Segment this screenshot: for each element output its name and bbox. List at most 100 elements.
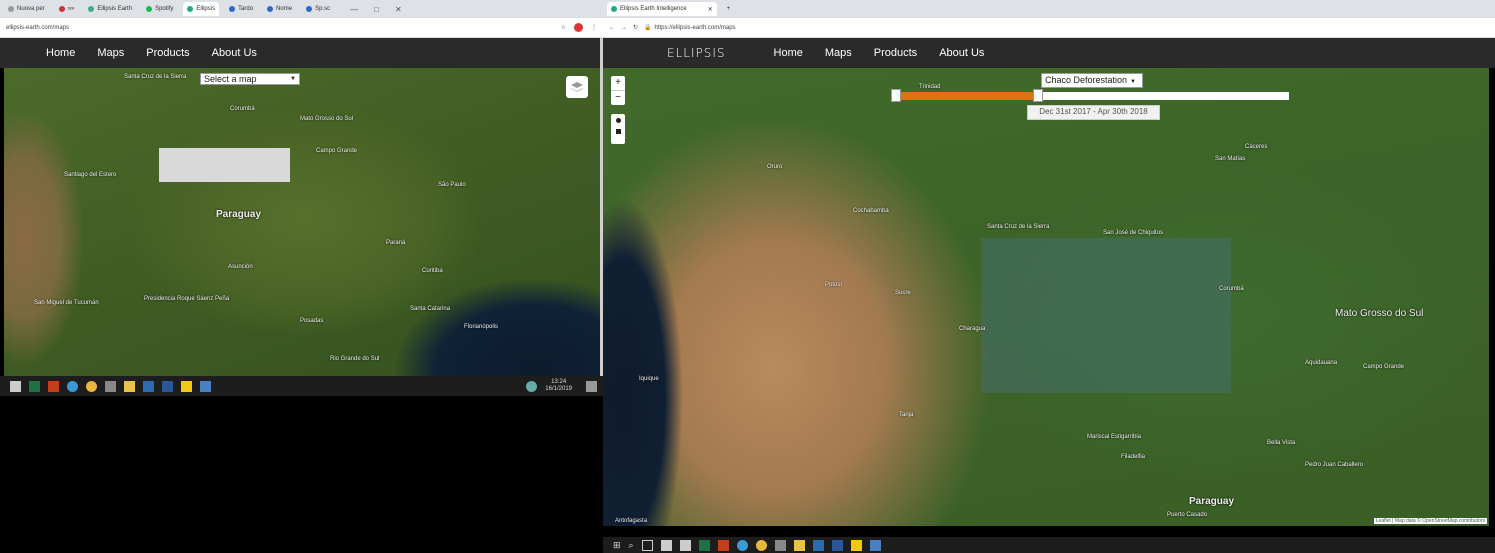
nav-products[interactable]: Products <box>146 47 190 59</box>
back-icon[interactable]: ← <box>609 24 615 31</box>
draw-rectangle-icon[interactable] <box>615 129 621 134</box>
deforestation-overlay[interactable] <box>981 238 1231 393</box>
map-label: Florianópolis <box>464 324 499 330</box>
mail-icon[interactable] <box>10 380 21 392</box>
tab-4[interactable]: Ellipsis <box>183 2 220 16</box>
address-bar[interactable]: ellipsis-earth.com/maps ☆ ⋮ <box>0 18 603 38</box>
address-bar[interactable]: ← → ↻ 🔒 https://ellipsis-earth.com/maps <box>603 18 1495 38</box>
right-browser-window: Ellipsis Earth Intelligence✕ + ← → ↻ 🔒 h… <box>603 0 1495 553</box>
scrollbar[interactable] <box>600 38 603 376</box>
nav-about-us[interactable]: About Us <box>939 47 985 59</box>
menu-icon[interactable]: ⋮ <box>591 25 597 31</box>
nav-maps[interactable]: Maps <box>824 47 852 59</box>
tab-label: Ellipsis <box>196 6 216 12</box>
zoom-in-button[interactable]: + <box>611 76 625 91</box>
map-label: Corumbá <box>230 106 255 112</box>
map-label: Mariscal Estigarribia <box>1087 434 1142 440</box>
tab-2[interactable]: Ellipsis Earth <box>84 2 136 16</box>
map-label: Antofagasta <box>615 518 648 524</box>
windows-start-icon[interactable]: ⊞ <box>613 539 621 550</box>
logo[interactable]: ELLIPSIS <box>667 46 726 60</box>
maximize-icon[interactable]: □ <box>374 4 379 14</box>
map-label: Paraná <box>386 240 406 246</box>
draw-controls <box>611 114 625 144</box>
calculator-icon[interactable] <box>105 380 116 392</box>
tab-6[interactable]: Nome <box>263 2 296 16</box>
map-select[interactable]: Select a map▼ <box>200 73 300 85</box>
notifications-icon[interactable] <box>586 380 597 392</box>
tab-label: »» <box>67 6 75 12</box>
tab-7[interactable]: Sp.sc <box>302 2 334 16</box>
excel-icon[interactable] <box>698 539 710 551</box>
map-canvas[interactable]: Paraguay Mato Grosso do Sul Santa Cruz d… <box>603 68 1489 526</box>
reload-icon[interactable]: ↻ <box>633 25 639 31</box>
map-label: San José de Chiquitos <box>1103 230 1164 236</box>
star-icon[interactable]: ☆ <box>560 25 566 31</box>
store-icon[interactable] <box>660 539 672 551</box>
calculator-icon[interactable] <box>774 539 786 551</box>
sticky-notes-icon[interactable] <box>850 539 862 551</box>
timeline-start-handle[interactable] <box>891 89 901 102</box>
network-icon[interactable] <box>526 380 538 392</box>
tab-0[interactable]: Nuova per <box>4 2 49 16</box>
map-select[interactable]: Chaco Deforestation▼ <box>1041 73 1143 88</box>
map-label: Corumbá <box>1219 286 1244 292</box>
nav-products[interactable]: Products <box>873 47 918 59</box>
search-icon[interactable]: ⌕ <box>628 539 634 550</box>
address-text: https://ellipsis-earth.com/maps <box>654 24 736 31</box>
task-view-icon[interactable] <box>641 539 653 551</box>
tab-ellipsis[interactable]: Ellipsis Earth Intelligence✕ <box>607 2 717 16</box>
left-browser-window: Nuova per »» Ellipsis Earth Spotify Elli… <box>0 0 603 553</box>
zoom-controls: + − <box>611 76 625 105</box>
nav-home[interactable]: Home <box>773 47 803 59</box>
new-tab-button[interactable]: + <box>726 6 731 12</box>
word-icon[interactable] <box>162 380 173 392</box>
draw-marker-icon[interactable] <box>615 118 621 123</box>
close-tab-icon[interactable]: ✕ <box>707 6 713 13</box>
word-icon[interactable] <box>831 539 843 551</box>
folder-icon[interactable] <box>124 380 135 392</box>
close-icon[interactable]: ✕ <box>394 4 402 14</box>
nav-about-us[interactable]: About Us <box>211 47 257 59</box>
powerpoint-icon[interactable] <box>48 380 59 392</box>
chrome-icon[interactable] <box>86 380 97 392</box>
excel-icon[interactable] <box>29 380 40 392</box>
zoom-out-button[interactable]: − <box>615 92 621 103</box>
tab-favicon <box>88 6 95 12</box>
tab-strip: Ellipsis Earth Intelligence✕ + <box>603 0 1495 18</box>
nav-maps[interactable]: Maps <box>97 47 125 59</box>
people-icon[interactable] <box>869 539 881 551</box>
people-icon[interactable] <box>200 380 211 392</box>
site-nav: ELLIPSIS Home Maps Products About Us <box>603 38 1495 68</box>
site-nav: Home Maps Products About Us <box>0 38 603 68</box>
chevron-down-icon: ▼ <box>1130 79 1136 85</box>
tab-3[interactable]: Spotify <box>142 2 177 16</box>
timeline-end-handle[interactable] <box>1033 89 1043 102</box>
map-canvas[interactable]: Paraguay Mato Grosso do Sul Campo Grande… <box>4 68 600 376</box>
tab-strip: Nuova per »» Ellipsis Earth Spotify Elli… <box>0 0 603 18</box>
powerpoint-icon[interactable] <box>717 539 729 551</box>
map-attribution: Leaflet | Map data © OpenStreetMap contr… <box>1373 518 1487 524</box>
tab-1[interactable]: »» <box>55 2 79 16</box>
minimize-icon[interactable]: — <box>350 4 359 14</box>
globe-icon[interactable] <box>67 380 78 392</box>
outlook-icon[interactable] <box>812 539 824 551</box>
map-label: Trinidad <box>919 84 941 90</box>
timeline-slider-track[interactable] <box>895 92 1289 100</box>
nav-home[interactable]: Home <box>46 47 76 59</box>
tab-favicon <box>267 6 274 12</box>
loading-placeholder <box>159 148 290 182</box>
tab-label: Nome <box>276 6 293 12</box>
tab-5[interactable]: Tardo <box>225 2 257 16</box>
chrome-icon[interactable] <box>755 539 767 551</box>
sticky-notes-icon[interactable] <box>181 380 192 392</box>
profile-icon[interactable] <box>574 23 583 32</box>
forward-icon[interactable]: → <box>621 24 627 31</box>
mail-icon[interactable] <box>679 539 691 551</box>
outlook-icon[interactable] <box>143 380 154 392</box>
folder-icon[interactable] <box>793 539 805 551</box>
globe-icon[interactable] <box>736 539 748 551</box>
layers-icon[interactable] <box>566 76 588 98</box>
date-range-label: Dec 31st 2017 - Apr 30th 2018 <box>1027 105 1160 120</box>
